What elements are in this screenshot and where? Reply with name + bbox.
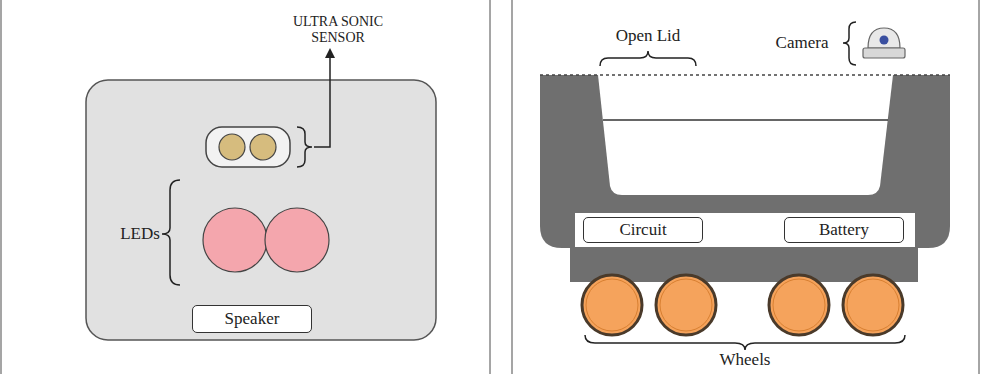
sensor-eye [219,134,245,160]
wheels-label: Wheels [720,350,771,370]
wheel [656,275,716,335]
camera-dome [868,28,900,48]
bracket [843,22,856,65]
panel-frame [1,0,490,374]
bin-interior [598,75,893,195]
front-housing [86,80,436,340]
circuit-box: Circuit [583,217,703,243]
bin-line [603,119,888,121]
panel-frame [512,0,979,374]
leader-line [314,56,330,147]
led-label: LEDs [120,224,160,244]
battery-box: Battery [784,217,904,243]
sensor-eye [250,134,276,160]
wheel-rim [847,279,899,331]
box-label: Battery [819,221,869,240]
bracket [297,127,312,167]
camera-icon [863,28,905,58]
wheel-rim [660,279,712,331]
bracket [585,335,905,350]
wheels [582,275,903,335]
lid-label: Open Lid [616,26,681,46]
camera-lens [880,36,889,45]
arrowhead [325,48,335,58]
camera-label: Camera [776,33,829,53]
bracket [600,51,696,66]
box-label: Speaker [225,310,280,329]
led [203,208,267,272]
bracket [162,180,180,285]
box-label: Circuit [619,221,666,240]
camera-base [863,48,905,58]
lid-line [540,74,950,76]
wheel-rim [586,279,638,331]
wheel-rim [773,279,825,331]
wheel [769,275,829,335]
led [265,208,329,272]
sensor-label: ULTRA SONIC SENSOR [282,14,394,46]
component-bay [575,213,915,247]
sensor-housing [206,127,290,167]
body-shell [540,75,950,248]
wheel [843,275,903,335]
speaker-box: Speaker [192,305,312,333]
wheel [582,275,642,335]
